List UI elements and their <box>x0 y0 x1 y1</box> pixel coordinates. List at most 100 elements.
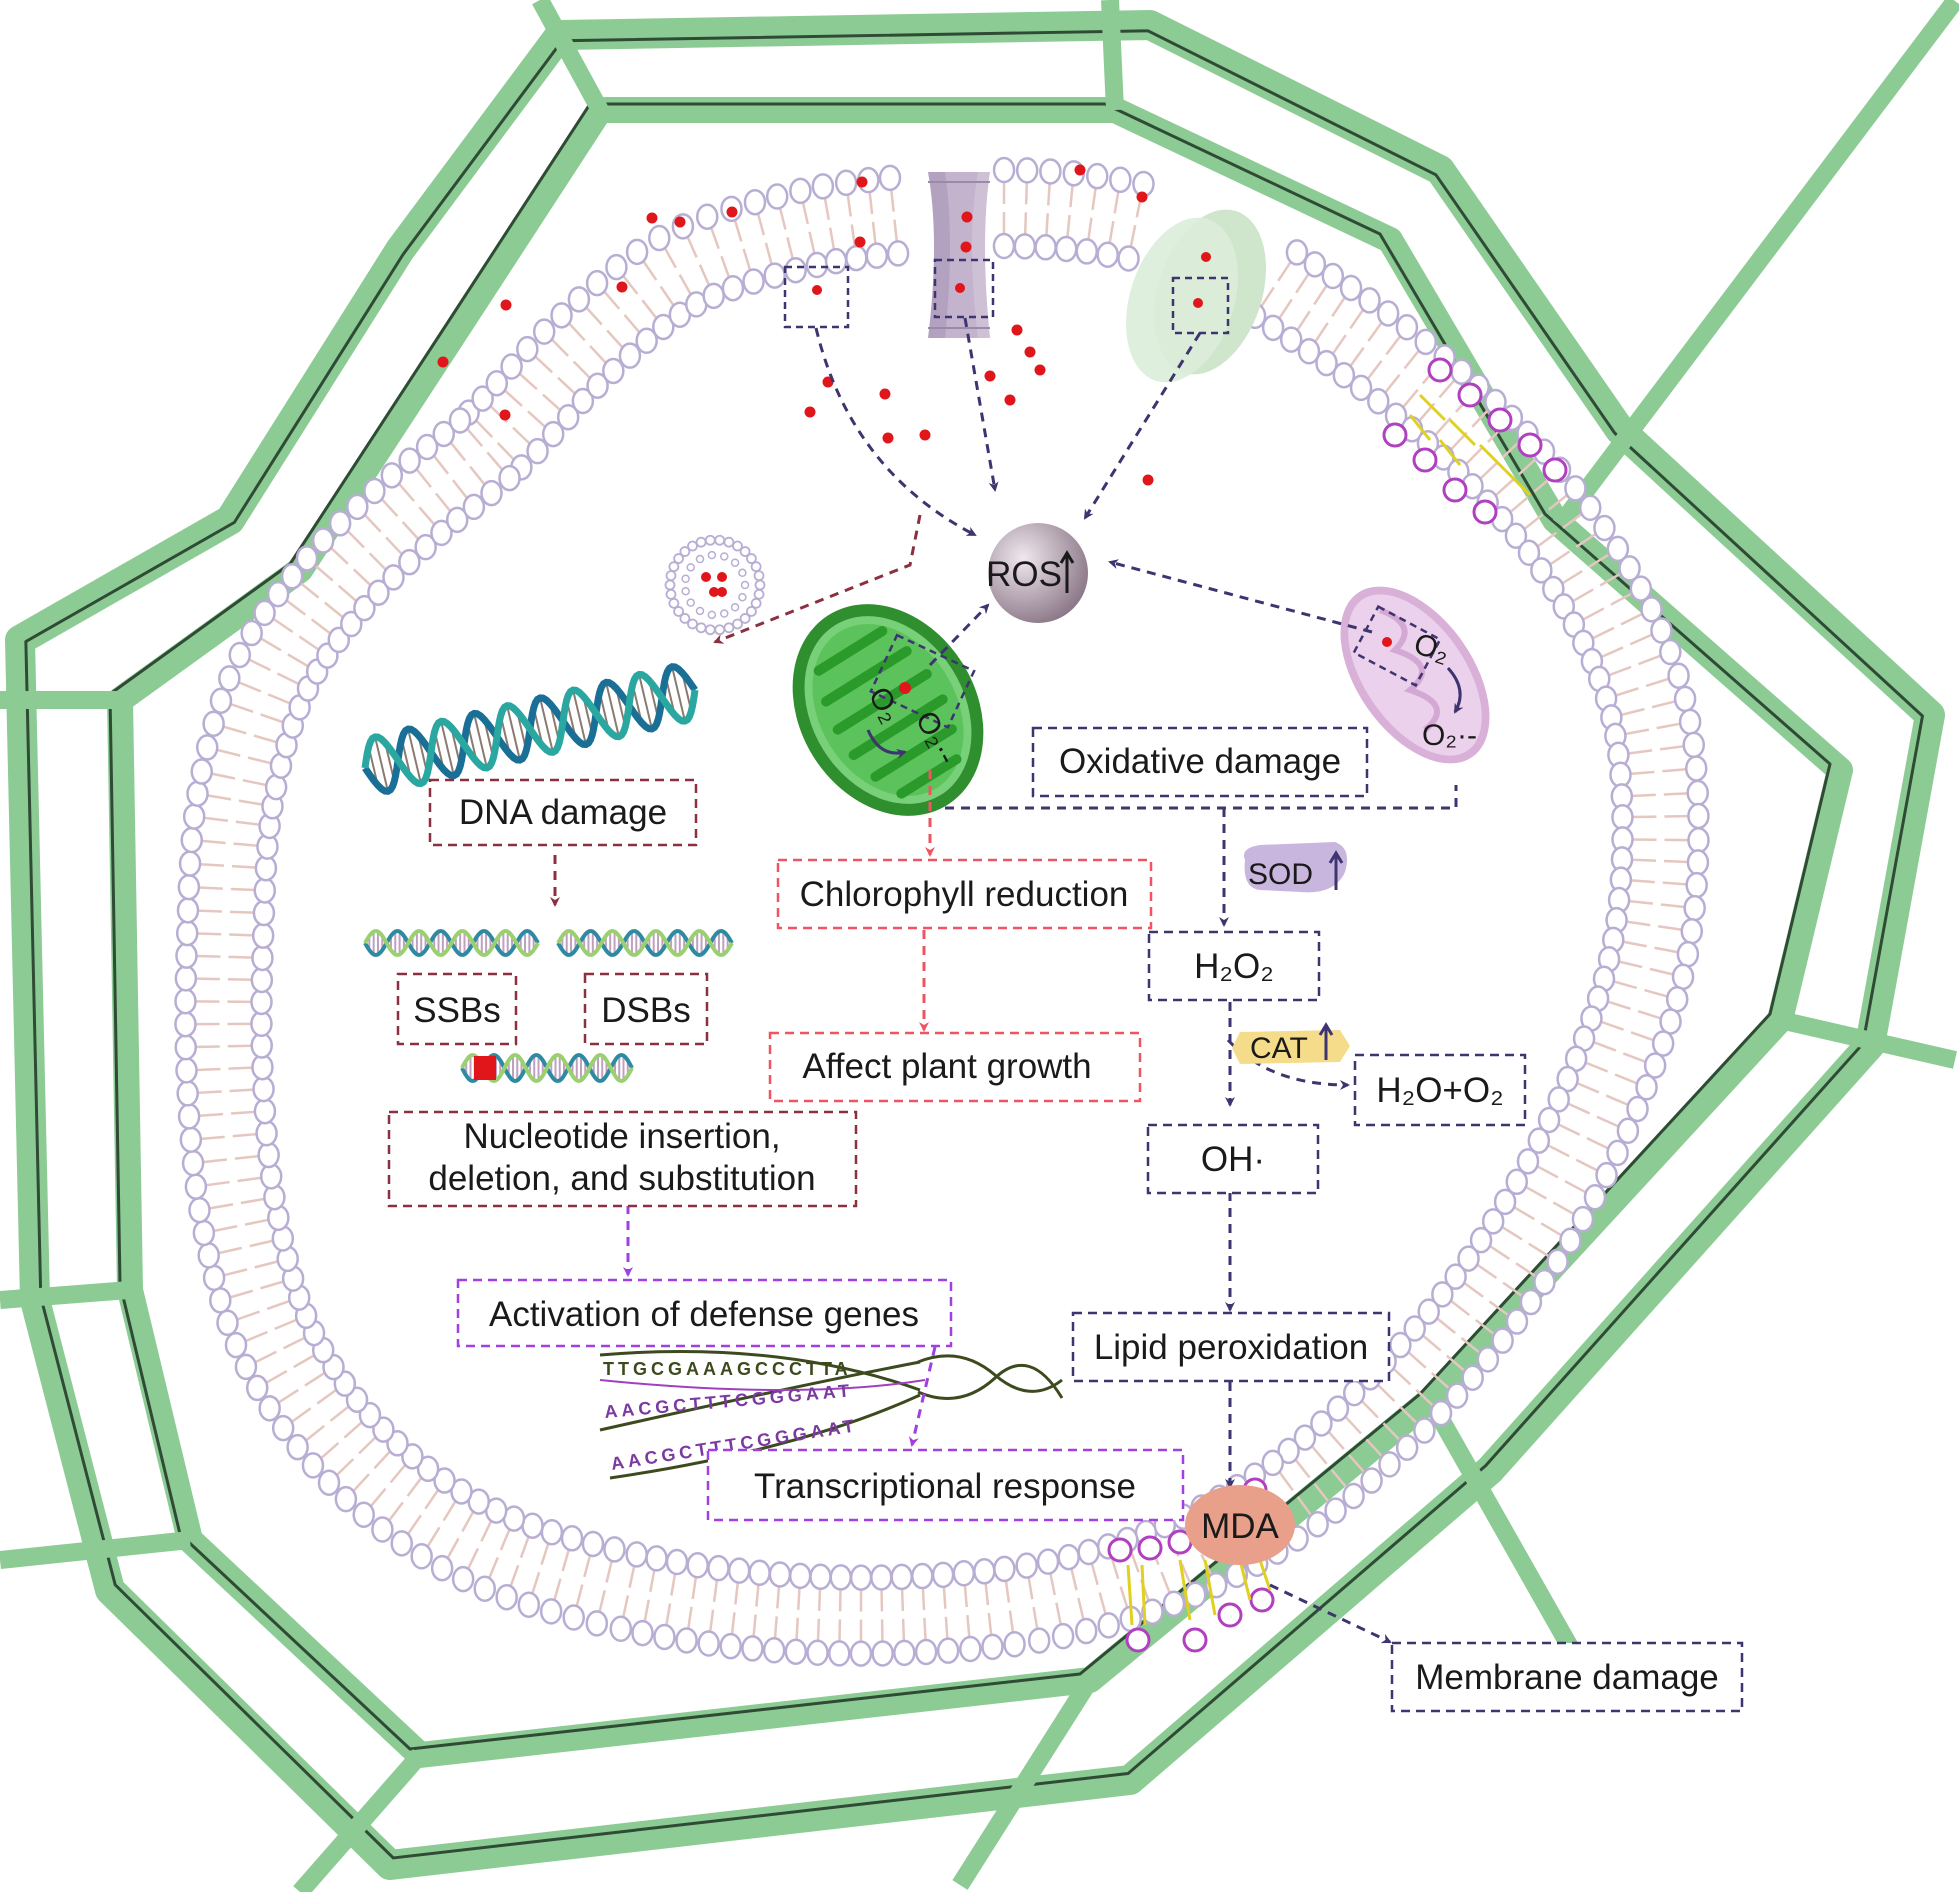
ros-dot <box>726 206 738 218</box>
ros-dot <box>955 283 965 293</box>
ros-dot <box>882 432 894 444</box>
arrow-transporter-to-ros <box>1083 332 1202 520</box>
activation-label: Activation of defense genes <box>489 1295 919 1334</box>
dsb-dna-fragment <box>556 929 734 957</box>
arrow-chloro-to-ros <box>928 603 990 667</box>
mda-label: MDA <box>1201 1507 1279 1546</box>
inner-wall-line <box>108 102 1832 1751</box>
h2o2-label: H₂O₂ <box>1194 947 1274 986</box>
damaged-lipids-bottom <box>1107 1477 1275 1653</box>
chloroplast: O₂ O₂·- <box>792 604 984 816</box>
ssb-dna-fragment <box>363 929 540 957</box>
mito-o2-radical-label: O₂·- <box>1422 719 1477 752</box>
plasma-membrane <box>174 156 1710 1667</box>
box-dna-damage: DNA damage <box>428 778 698 847</box>
arrow-mito-to-ros <box>1108 559 1373 634</box>
ros-dot <box>499 409 511 421</box>
ros-dot <box>879 388 891 400</box>
up-arrow-icon <box>1059 550 1075 593</box>
ros-dot <box>1024 346 1036 358</box>
oxidative-label: Oxidative damage <box>1059 742 1341 781</box>
h2o-o2-label: H₂O+O₂ <box>1376 1071 1503 1110</box>
ros-dot <box>437 356 449 368</box>
ros-dot <box>1004 394 1016 406</box>
up-arrow-icon <box>1328 850 1344 890</box>
box-oxidative: Oxidative damage <box>1031 726 1369 798</box>
ros-dot <box>854 236 866 248</box>
ros-dot <box>1034 364 1046 376</box>
mda-node: MDA <box>1185 1485 1295 1565</box>
ros-dot <box>1193 298 1203 308</box>
arrow-channel-to-ros <box>963 317 999 492</box>
dsbs-label: DSBs <box>601 991 690 1030</box>
ssbs-label: SSBs <box>413 991 501 1030</box>
box-h2o2: H₂O₂ <box>1147 930 1321 1002</box>
dna-damage-label: DNA damage <box>459 793 667 832</box>
ros-dot <box>961 211 973 223</box>
box-oh: OH· <box>1146 1123 1320 1195</box>
box-lipid-perox: Lipid peroxidation <box>1071 1311 1391 1383</box>
nucleotide-line2: deletion, and substitution <box>428 1159 815 1198</box>
box-activation: Activation of defense genes <box>456 1278 953 1348</box>
channel-protein <box>928 172 990 338</box>
cat-badge: CAT <box>1232 1022 1350 1065</box>
box-affect-growth: Affect plant growth <box>768 1031 1142 1103</box>
up-arrow-icon <box>1318 1022 1334 1060</box>
ros-dot <box>856 176 868 188</box>
mutated-dna-fragment <box>460 1053 634 1083</box>
arrow-activation-to-transcription <box>908 1346 937 1447</box>
ros-dot <box>804 406 816 418</box>
transporter-protein <box>1126 209 1266 383</box>
dna-strand-middle: AACGCTTTCGGGAAT <box>604 1380 854 1422</box>
transcriptional-label: Transcriptional response <box>754 1467 1136 1506</box>
box-ssbs: SSBs <box>396 972 518 1046</box>
ros-dot <box>1201 252 1211 262</box>
ros-node: ROS <box>986 523 1088 623</box>
membrane-damage-label: Membrane damage <box>1415 1658 1719 1697</box>
box-membrane-damage: Membrane damage <box>1390 1641 1744 1713</box>
outer-wall-line <box>24 29 1924 1860</box>
ros-dot <box>616 281 628 293</box>
damaged-lipids-top <box>1382 357 1568 525</box>
ros-dot <box>674 216 686 228</box>
ros-dot <box>500 299 512 311</box>
box-dsbs: DSBs <box>583 972 709 1046</box>
ros-particles <box>437 164 1211 486</box>
ros-dot <box>1142 474 1154 486</box>
dna-double-helix <box>361 663 699 795</box>
outer-wall <box>5 10 1945 1880</box>
arrow-diffusion-to-ros <box>814 327 977 537</box>
arrow-ros-to-dna <box>713 514 922 644</box>
vesicle <box>664 534 766 636</box>
cat-label: CAT <box>1250 1032 1308 1065</box>
box-chlorophyll: Chlorophyll reduction <box>776 858 1153 930</box>
sod-label: SOD <box>1248 858 1313 891</box>
ros-dot <box>646 212 658 224</box>
box-nucleotide: Nucleotide insertion, deletion, and subs… <box>387 1110 858 1208</box>
entry-box-transporter <box>1171 276 1230 335</box>
arrow-mda-to-membrane-damage <box>1269 1583 1392 1644</box>
ros-dot <box>1136 191 1148 203</box>
ros-dot <box>812 285 822 295</box>
affect-growth-label: Affect plant growth <box>802 1047 1091 1086</box>
box-transcriptional: Transcriptional response <box>706 1448 1185 1522</box>
dna-strand-top: TTGCGAAAGCCCTTA <box>603 1359 852 1379</box>
entry-boxes <box>783 258 1230 335</box>
sod-badge: SOD <box>1244 842 1348 893</box>
ros-dot <box>960 241 972 253</box>
chlorophyll-label: Chlorophyll reduction <box>800 875 1129 914</box>
ros-dot <box>984 370 996 382</box>
ros-dot <box>1011 324 1023 336</box>
ros-dot <box>919 429 931 441</box>
lipid-perox-label: Lipid peroxidation <box>1094 1328 1368 1367</box>
nucleotide-line1: Nucleotide insertion, <box>463 1117 780 1156</box>
entry-box-diffusion <box>783 265 850 329</box>
box-h2o-o2: H₂O+O₂ <box>1353 1053 1527 1127</box>
mitochondrion: O₂ O₂·- <box>1340 586 1490 764</box>
arrow-h2o2-to-h2o-o2 <box>1226 1038 1350 1090</box>
oh-label: OH· <box>1201 1140 1265 1179</box>
ros-dot <box>1074 164 1086 176</box>
